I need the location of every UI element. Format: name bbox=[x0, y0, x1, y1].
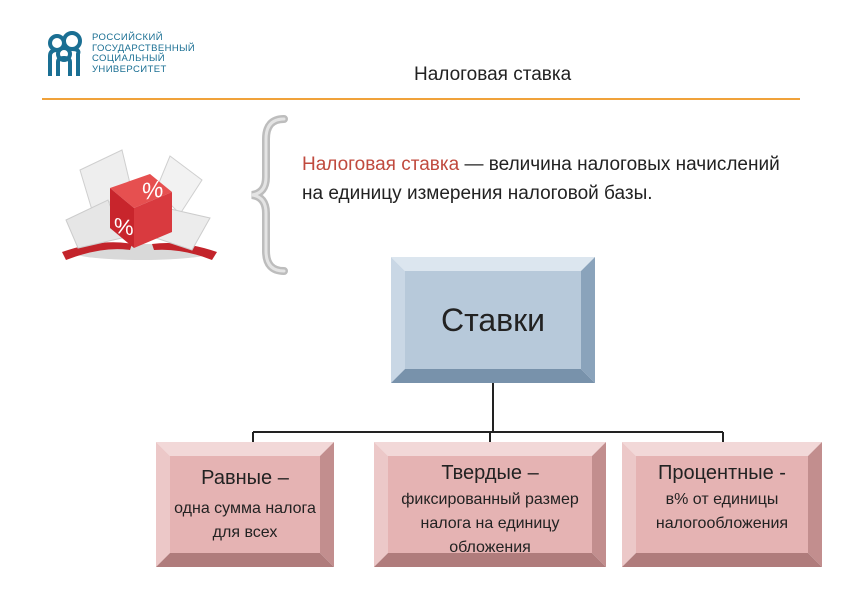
child-node-equal: Равные – одна сумма налога для всех bbox=[156, 442, 334, 567]
svg-text:%: % bbox=[142, 176, 163, 207]
percent-gift-illustration: % % bbox=[52, 140, 222, 270]
child-node-description: в% от единицы налогообложения bbox=[655, 491, 789, 532]
logo-line: СОЦИАЛЬНЫЙ bbox=[92, 53, 166, 64]
curly-brace bbox=[246, 115, 292, 275]
logo-line: РОССИЙСКИЙ bbox=[92, 32, 163, 43]
logo-line: ГОСУДАРСТВЕННЫЙ bbox=[92, 42, 196, 54]
root-node-face: Ставки bbox=[405, 271, 581, 369]
child-node-heading: Процентные - bbox=[658, 462, 786, 484]
child-node-description: одна сумма налога для всех bbox=[174, 499, 316, 541]
child-node-percent: Процентные - в% от единицы налогообложен… bbox=[622, 442, 822, 567]
logo-text: РОССИЙСКИЙ ГОСУДАРСТВЕННЫЙ СОЦИАЛЬНЫЙ УН… bbox=[92, 32, 196, 75]
definition-body: — величина налоговых начислений на едини… bbox=[302, 154, 780, 204]
child-node-face: Твердые – фиксированный размер налога на… bbox=[388, 456, 592, 556]
definition-text: Налоговая ставка — величина налоговых на… bbox=[302, 150, 802, 208]
people-logo-icon bbox=[48, 31, 82, 76]
root-node-label: Ставки bbox=[440, 301, 546, 338]
root-node-stavki: Ставки bbox=[391, 257, 595, 383]
child-node-fixed: Твердые – фиксированный размер налога на… bbox=[374, 442, 606, 567]
header-rule bbox=[42, 98, 800, 100]
logo-line: УНИВЕРСИТЕТ bbox=[92, 63, 167, 75]
definition-term: Налоговая ставка bbox=[302, 154, 460, 175]
svg-text:%: % bbox=[114, 213, 134, 241]
child-node-face: Равные – одна сумма налога для всех bbox=[170, 456, 320, 553]
university-logo bbox=[44, 30, 92, 80]
child-node-heading: Равные – bbox=[201, 466, 289, 489]
slide-title: Налоговая ставка bbox=[414, 64, 572, 85]
child-node-heading: Твердые – bbox=[441, 462, 539, 484]
child-node-description: фиксированный размер налога на единицу о… bbox=[401, 491, 579, 556]
child-node-face: Процентные - в% от единицы налогообложен… bbox=[636, 456, 808, 553]
